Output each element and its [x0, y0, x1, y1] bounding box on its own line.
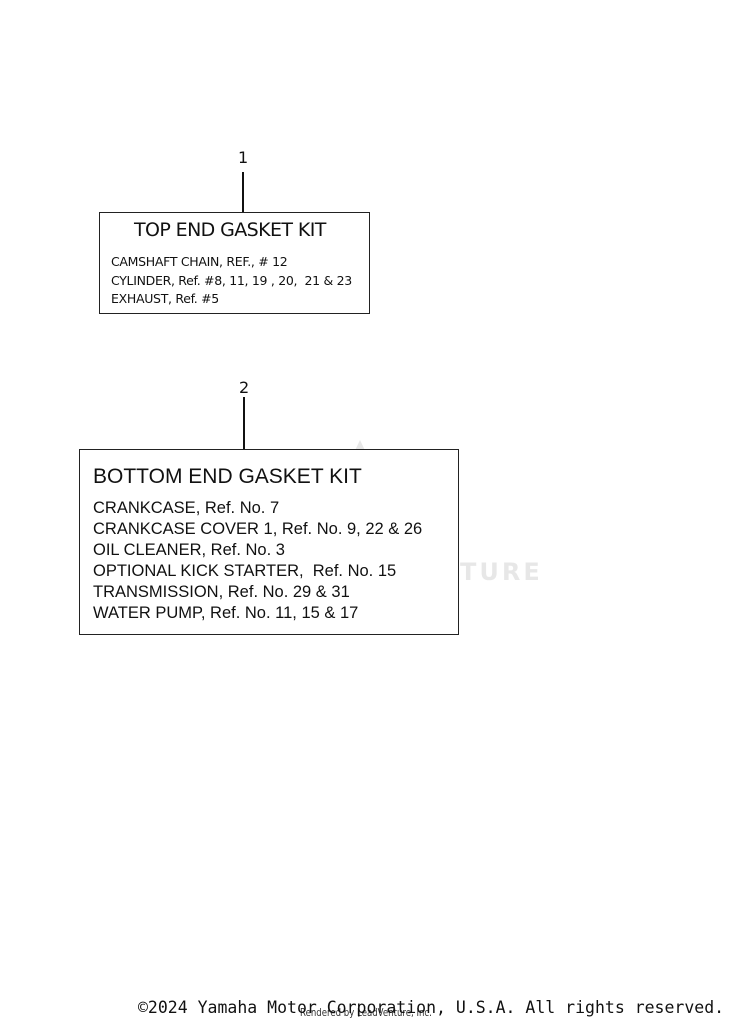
kit-line: CAMSHAFT CHAIN, REF., # 12 [111, 254, 288, 269]
kit-line: EXHAUST, Ref. #5 [111, 291, 219, 306]
kit-line: OIL CLEANER, Ref. No. 3 [93, 541, 285, 559]
kit-line: OPTIONAL KICK STARTER, Ref. No. 15 [93, 562, 397, 580]
leader-line-2 [243, 397, 245, 450]
callout-number-2: 2 [239, 378, 250, 397]
top-end-gasket-kit-box: TOP END GASKET KIT CAMSHAFT CHAIN, REF.,… [99, 212, 370, 314]
kit-title: TOP END GASKET KIT [134, 219, 326, 241]
kit-line: CRANKCASE, Ref. No. 7 [93, 499, 280, 517]
kit-line: WATER PUMP, Ref. No. 11, 15 & 17 [93, 604, 359, 622]
kit-line: TRANSMISSION, Ref. No. 29 & 31 [93, 583, 350, 601]
kit-line: CYLINDER, Ref. #8, 11, 19 , 20, 21 & 23 [111, 273, 352, 288]
copyright-text: ©2024 Yamaha Motor Corporation, U.S.A. A… [138, 998, 725, 1017]
callout-number-1: 1 [238, 148, 249, 167]
leader-line-1 [242, 172, 244, 213]
kit-title: BOTTOM END GASKET KIT [93, 465, 362, 488]
rendered-by-text: Rendered by LeadVenture, Inc. [300, 1006, 432, 1019]
bottom-end-gasket-kit-box: BOTTOM END GASKET KIT CRANKCASE, Ref. No… [79, 449, 459, 635]
kit-line: CRANKCASE COVER 1, Ref. No. 9, 22 & 26 [93, 520, 423, 538]
